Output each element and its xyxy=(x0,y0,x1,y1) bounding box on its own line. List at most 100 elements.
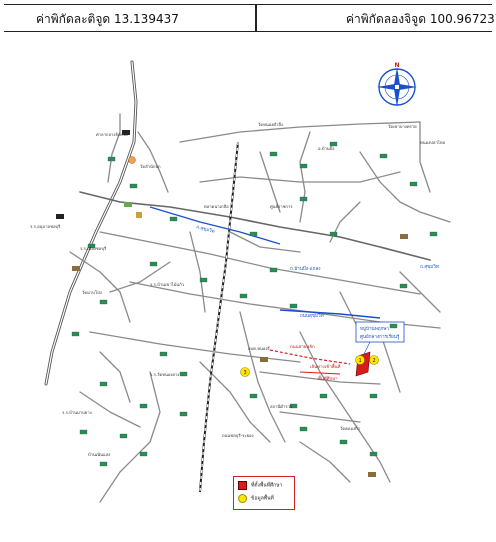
special-icons xyxy=(56,130,408,477)
landmark-icon xyxy=(429,231,438,237)
road-c-c xyxy=(229,231,301,253)
landmark-icon xyxy=(339,439,348,445)
landmark-icon xyxy=(369,393,378,399)
warehouse-icon xyxy=(260,357,268,362)
road-s-e xyxy=(79,391,141,428)
landmark-icon xyxy=(87,243,96,249)
landmark-icon xyxy=(99,381,108,387)
landmark-icon xyxy=(99,461,108,467)
landmark-icon xyxy=(139,403,148,409)
landmark-icon xyxy=(319,393,328,399)
place-label: วัดเขาบางทราย xyxy=(388,124,417,129)
info-points: 1 2 3 xyxy=(240,355,379,377)
place-label: ร.ร.บ้านเขาไม้แก้ว xyxy=(150,281,185,287)
road-arterial-2 xyxy=(99,231,421,295)
blue-road-label-2: ถ.บ้านบึง-แกลง xyxy=(290,266,321,272)
place-label: ร.ร.วัดหนองยาง xyxy=(150,372,179,377)
landmark-icon xyxy=(289,303,298,309)
blue-road-label-1: ถ.สุขุมวิท xyxy=(195,224,215,235)
place-label: ร.ร.เมืองชลบุรี xyxy=(80,246,107,252)
road-n-e xyxy=(359,151,451,223)
info-point-swatch xyxy=(238,494,247,503)
landmark-icon xyxy=(399,283,408,289)
place-labels: ร.ร.อนุบาลชลบุรี วัดสำนักบก ศาลากลางจังห… xyxy=(30,122,446,457)
landmark-icon xyxy=(269,151,278,157)
landmark-icon xyxy=(379,153,388,159)
landmark-icon xyxy=(99,299,108,305)
road-e-a xyxy=(399,271,441,313)
landmark-icon xyxy=(249,231,258,237)
landmark-icon xyxy=(71,331,80,337)
access-route xyxy=(269,349,351,365)
landmark-icon xyxy=(249,393,258,399)
landmark-icon xyxy=(299,196,308,202)
compass-north-label: N xyxy=(395,62,400,69)
office-icon xyxy=(136,212,142,218)
site-callout-line1: หมู่บ้านพฤกษา xyxy=(360,326,389,332)
road-north-2 xyxy=(137,131,169,193)
landmark-icon xyxy=(239,293,248,299)
road-w-a xyxy=(69,251,131,323)
header-divider xyxy=(255,5,257,31)
road-s-d xyxy=(99,371,161,503)
factory-icon xyxy=(400,234,408,239)
compass-needle-east xyxy=(399,84,417,90)
road-map: หมู่บ้านพฤกษา ศูนย์กลางการเรียนรู้ 1 2 3 xyxy=(30,60,451,503)
place-label: วัดมาบโป่ง xyxy=(82,290,102,295)
road-s-h xyxy=(299,441,351,483)
landmark-icon xyxy=(389,323,398,329)
place-label: หนองปลาไหล xyxy=(420,139,446,145)
road-n-a xyxy=(179,121,421,143)
red-label-2: เส้นทางเข้าพื้นที่ xyxy=(310,363,341,370)
site-callout-line2: ศูนย์กลางการเรียนรู้ xyxy=(360,333,400,340)
main-route-1 xyxy=(149,206,281,245)
info-point-1-label: 1 xyxy=(359,358,362,364)
coordinate-header: ค่าพิกัดละติจูด 13.139437 ค่าพิกัดลองจิจ… xyxy=(4,4,496,32)
red-label-3: พื้นที่ศึกษา xyxy=(318,375,338,382)
map-legend: ที่ตั้งพื้นที่ศึกษา ข้อมูลพื้นที่ xyxy=(233,476,295,510)
compass-needle-north xyxy=(394,67,400,85)
landmark-icon xyxy=(179,371,188,377)
blue-road-label-4: ถนนสุขุมวิท xyxy=(300,313,324,319)
highway-west xyxy=(44,60,138,386)
legend-study-area-label: ที่ตั้งพื้นที่ศึกษา xyxy=(251,482,283,489)
landmark-icon xyxy=(169,216,178,222)
info-point-3 xyxy=(240,367,250,377)
market-icon xyxy=(124,202,132,207)
road-n-f xyxy=(419,121,431,193)
info-point-1 xyxy=(355,355,365,365)
latitude-label: ค่าพิกัดละติจูด 13.139437 xyxy=(36,12,179,26)
landmark-icon xyxy=(269,267,278,273)
place-label: อ.บ้านบึง xyxy=(318,146,334,151)
road-n-c xyxy=(299,131,311,223)
longitude-label: ค่าพิกัดลองจิจูด 100.967237 xyxy=(346,12,496,26)
place-label: วัดหนองตำลึง xyxy=(258,122,283,127)
landmark-icon xyxy=(139,451,148,457)
place-label: อบต.หนองรี xyxy=(248,346,270,351)
landmark-icon xyxy=(329,231,338,237)
info-point-3-label: 3 xyxy=(244,370,247,376)
hall-icon xyxy=(56,214,64,219)
road-c-a xyxy=(189,231,206,313)
place-label: บ้านเนินแสง xyxy=(88,452,110,457)
road-arterial-1 xyxy=(79,191,431,261)
highway-west-inner xyxy=(45,61,137,385)
road-c-b xyxy=(109,261,171,293)
compass-needle-west xyxy=(377,84,395,90)
place-label: ร.ร.บ้านมาบยาง xyxy=(62,410,92,415)
bottom-road-label: ถนนชลบุรี-ระยอง xyxy=(222,433,254,439)
landmark-icon xyxy=(199,277,208,283)
landmark-icon xyxy=(299,163,308,169)
road-labels: ถ.สุขุมวิท ถ.บ้านบึง-แกลง ถ.สุขุมวิท ถนน… xyxy=(195,224,438,439)
landmark-icons xyxy=(71,141,438,467)
landmark-icon xyxy=(159,351,168,357)
compass-rose: N xyxy=(377,62,417,107)
legend-row-study-area: ที่ตั้งพื้นที่ศึกษา xyxy=(238,481,282,493)
road-s-c xyxy=(199,361,271,443)
landmark-icon xyxy=(409,181,418,187)
landmark-icon xyxy=(129,183,138,189)
road-n-b xyxy=(259,151,281,213)
info-point-2 xyxy=(369,355,379,365)
road-north-1 xyxy=(107,113,121,183)
